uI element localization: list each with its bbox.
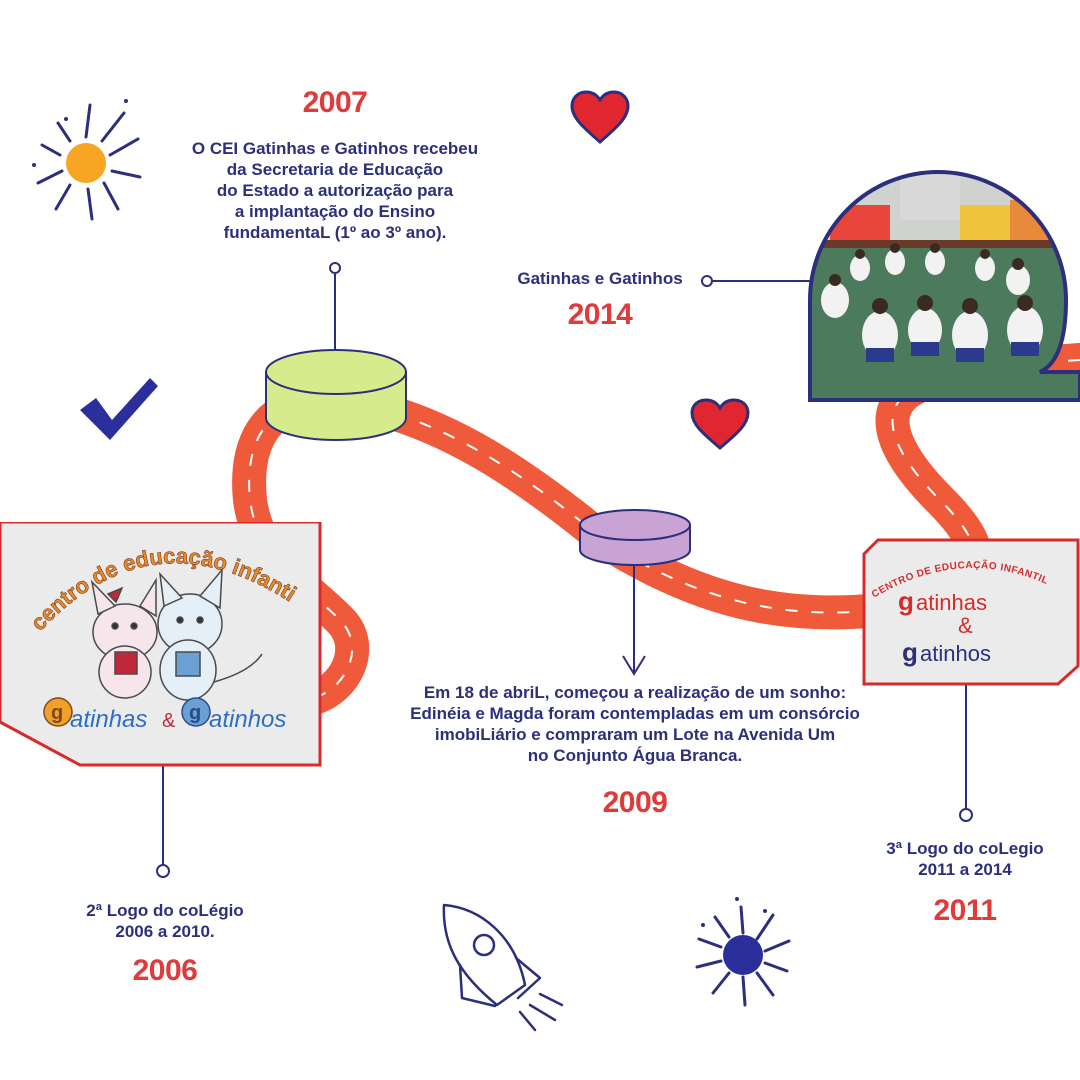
milestone-cylinder-2007 (265, 349, 407, 441)
year-2007: 2007 (302, 86, 368, 119)
year-2014: 2014 (567, 298, 633, 331)
node-2007 (329, 262, 341, 274)
svg-text:&: & (162, 710, 176, 732)
description-2006: 2ª Logo do coLégio 2006 a 2010. (86, 901, 244, 941)
label-2014: Gatinhas e Gatinhos (517, 269, 683, 288)
milestone-cylinder-2009 (579, 509, 691, 566)
year-2006: 2006 (132, 954, 198, 987)
arrow-down-icon (622, 655, 646, 676)
year-2011: 2011 (933, 894, 997, 927)
logo-2011-card: CENTRO DE EDUCAÇÃO INFANTIL g atinhas & … (862, 538, 1080, 686)
svg-text:g: g (902, 637, 918, 667)
node-2011 (959, 808, 973, 822)
node-2014 (701, 275, 713, 287)
description-2011: 3ª Logo do coLegio 2011 a 2014 (886, 839, 1044, 879)
sun-splash-icon (32, 99, 142, 221)
svg-text:atinhos: atinhos (920, 641, 991, 666)
heart-icon (570, 90, 630, 144)
description-2007: O CEI Gatinhas e Gatinhos recebeu da Sec… (191, 139, 479, 242)
blue-splash-icon (695, 897, 791, 1007)
svg-text:&: & (958, 613, 973, 638)
year-2009: 2009 (602, 786, 668, 819)
svg-text:atinhos: atinhos (209, 706, 286, 733)
svg-text:g: g (189, 702, 201, 724)
svg-text:g: g (898, 586, 914, 616)
node-2006 (156, 864, 170, 878)
photo-2014 (808, 170, 1080, 402)
description-2009: Em 18 de abriL, começou a realização de … (410, 683, 860, 765)
cats-illustration (90, 567, 263, 701)
logo-2006-card: centro de educação infantil g atinhas & (0, 522, 322, 767)
logo-2006-wordmark: g atinhas & g atinhos (43, 697, 286, 733)
svg-text:g: g (51, 702, 63, 724)
checkmark-icon (80, 378, 158, 440)
rocket-icon (442, 903, 564, 1032)
svg-text:atinhas: atinhas (916, 590, 987, 615)
svg-text:atinhas: atinhas (70, 706, 147, 733)
heart-icon (690, 398, 750, 450)
